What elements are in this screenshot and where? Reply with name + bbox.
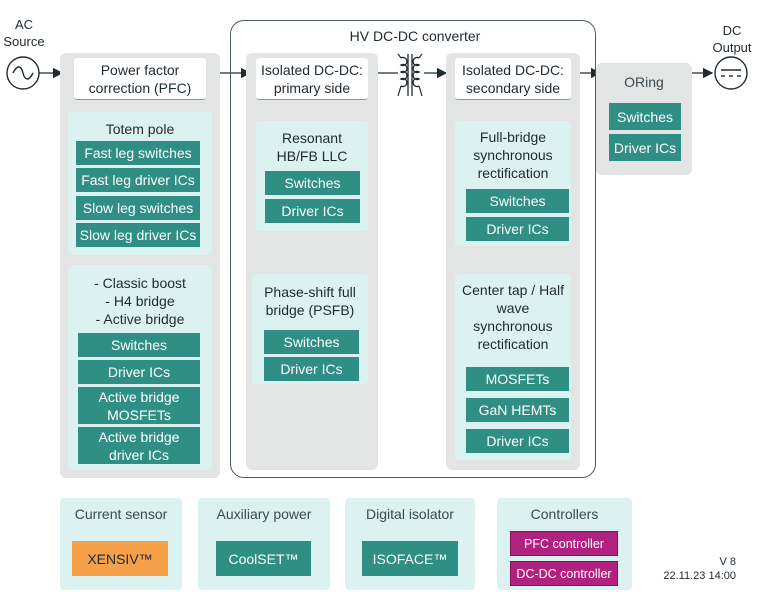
pfc-controller: PFC controller (510, 531, 618, 556)
hv-converter-frame (230, 20, 596, 478)
dc-output-icon (714, 56, 748, 90)
isoface-product: ISOFACE™ (362, 541, 458, 576)
current-sensor-title: Current sensor (74, 506, 168, 522)
ac-source-label: AC Source (3, 17, 45, 49)
llc-switches: Switches (265, 171, 360, 195)
oring-switches: Switches (609, 103, 681, 130)
slow-leg-switches: Slow leg switches (76, 196, 200, 220)
psfb-switches: Switches (264, 330, 359, 354)
secondary-title-box: Isolated DC-DC: secondary side (455, 58, 571, 100)
digital-isolator-title: Digital isolator (366, 506, 454, 522)
dc-output-label: DC Output (712, 23, 752, 55)
pfc-title: Power factor correction (PFC) (88, 62, 192, 96)
hv-converter-title: HV DC-DC converter (349, 28, 481, 44)
sr-driver-ics: Driver ICs (466, 217, 569, 241)
sr-switches: Switches (466, 189, 569, 213)
version-label: V 8 (719, 556, 736, 568)
primary-title-box: Isolated DC-DC: primary side (256, 58, 368, 100)
secondary-title: Isolated DC-DC: secondary side (462, 62, 564, 96)
ct-mosfets: MOSFETs (466, 367, 569, 391)
llc-title: Resonant HB/FB LLC (276, 130, 348, 164)
primary-panel (246, 53, 378, 470)
transformer-icon (397, 53, 423, 97)
oring-driver-ics: Driver ICs (609, 134, 681, 161)
active-bridge-mosfets: Active bridge MOSFETs (78, 387, 200, 424)
coolset-product: CoolSET™ (216, 541, 311, 576)
pfc-title-box: Power factor correction (PFC) (74, 58, 206, 100)
primary-title: Isolated DC-DC: primary side (261, 62, 363, 96)
fast-leg-driver-ics: Fast leg driver ICs (76, 168, 200, 192)
pfc-switches: Switches (78, 333, 200, 357)
llc-driver-ics: Driver ICs (265, 199, 360, 223)
classic-boost-title: - Classic boost - H4 bridge - Active bri… (94, 275, 186, 327)
timestamp-label: 22.11.23 14:00 (663, 570, 736, 582)
ac-source-icon (6, 56, 40, 90)
fast-leg-switches: Fast leg switches (76, 141, 200, 165)
totem-pole-title: Totem pole (105, 121, 175, 137)
controllers-title: Controllers (530, 506, 599, 522)
ct-driver-ics: Driver ICs (466, 429, 569, 453)
auxiliary-power-title: Auxiliary power (216, 506, 312, 522)
oring-title: ORing (624, 74, 664, 90)
psfb-driver-ics: Driver ICs (264, 357, 359, 381)
xensiv-product: XENSIV™ (72, 541, 168, 576)
full-bridge-title: Full-bridge synchronous rectification (473, 129, 553, 181)
dc-dc-controller: DC-DC controller (510, 561, 618, 586)
center-tap-title: Center tap / Half wave synchronous recti… (462, 282, 564, 352)
ct-gan-hemts: GaN HEMTs (466, 398, 569, 422)
active-bridge-driver-ics: Active bridge driver ICs (78, 427, 200, 464)
slow-leg-driver-ics: Slow leg driver ICs (76, 223, 200, 247)
pfc-driver-ics: Driver ICs (78, 360, 200, 384)
psfb-title: Phase-shift full bridge (PSFB) (264, 284, 356, 318)
